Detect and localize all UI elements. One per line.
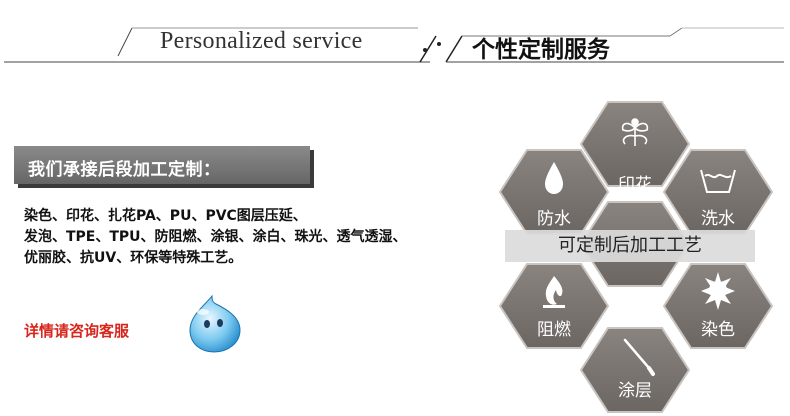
- water-drop-icon: [545, 162, 563, 194]
- brush-icon: [623, 338, 655, 376]
- banner-title: 我们承接后段加工定制：: [28, 160, 221, 180]
- hexagon-graphics: [498, 101, 774, 413]
- page-header: Personalized service 个性定制服务: [0, 0, 790, 80]
- hex-label-dyeing: 染色: [701, 320, 735, 340]
- hexagon-coating: [579, 327, 691, 413]
- hex-label-print: 印花: [618, 175, 652, 195]
- header-divider-lines: [4, 27, 784, 63]
- hex-label-wash: 洗水: [701, 209, 735, 229]
- hex-label-waterproof: 防水: [537, 209, 571, 229]
- flower-icon: [621, 118, 649, 146]
- description-line: 优丽胶、抗UV、环保等特殊工艺。: [24, 250, 243, 266]
- description-line: 染色、印花、扎花PA、PU、PVC图层压延、: [24, 208, 307, 224]
- hex-label-flame-retardant: 阻燃: [537, 320, 571, 340]
- chinese-title: 个性定制服务: [472, 37, 610, 63]
- wash-basin-icon: [700, 169, 736, 193]
- hex-label-coating: 涂层: [618, 381, 652, 401]
- paint-splash-icon: [701, 272, 735, 310]
- center-caption: 可定制后加工工艺: [505, 230, 755, 262]
- flame-icon: [543, 276, 565, 308]
- services-banner: 我们承接后段加工定制：: [14, 146, 314, 188]
- contact-customer-service-link[interactable]: 详情请咨询客服: [24, 322, 130, 340]
- description-line: 发泡、TPE、TPU、防阻燃、涂银、涂白、珠光、透气透湿、: [24, 229, 407, 245]
- banner-background: [14, 146, 314, 188]
- english-title: Personalized service: [160, 28, 363, 54]
- process-description: 染色、印花、扎花PA、PU、PVC图层压延、 发泡、TPE、TPU、防阻燃、涂银…: [24, 206, 494, 269]
- water-drop-mascot-icon[interactable]: [182, 292, 246, 356]
- process-hexagon-cluster: 印花 防水 洗水 阻燃 染色 涂层 可定制后加工工艺: [495, 100, 785, 416]
